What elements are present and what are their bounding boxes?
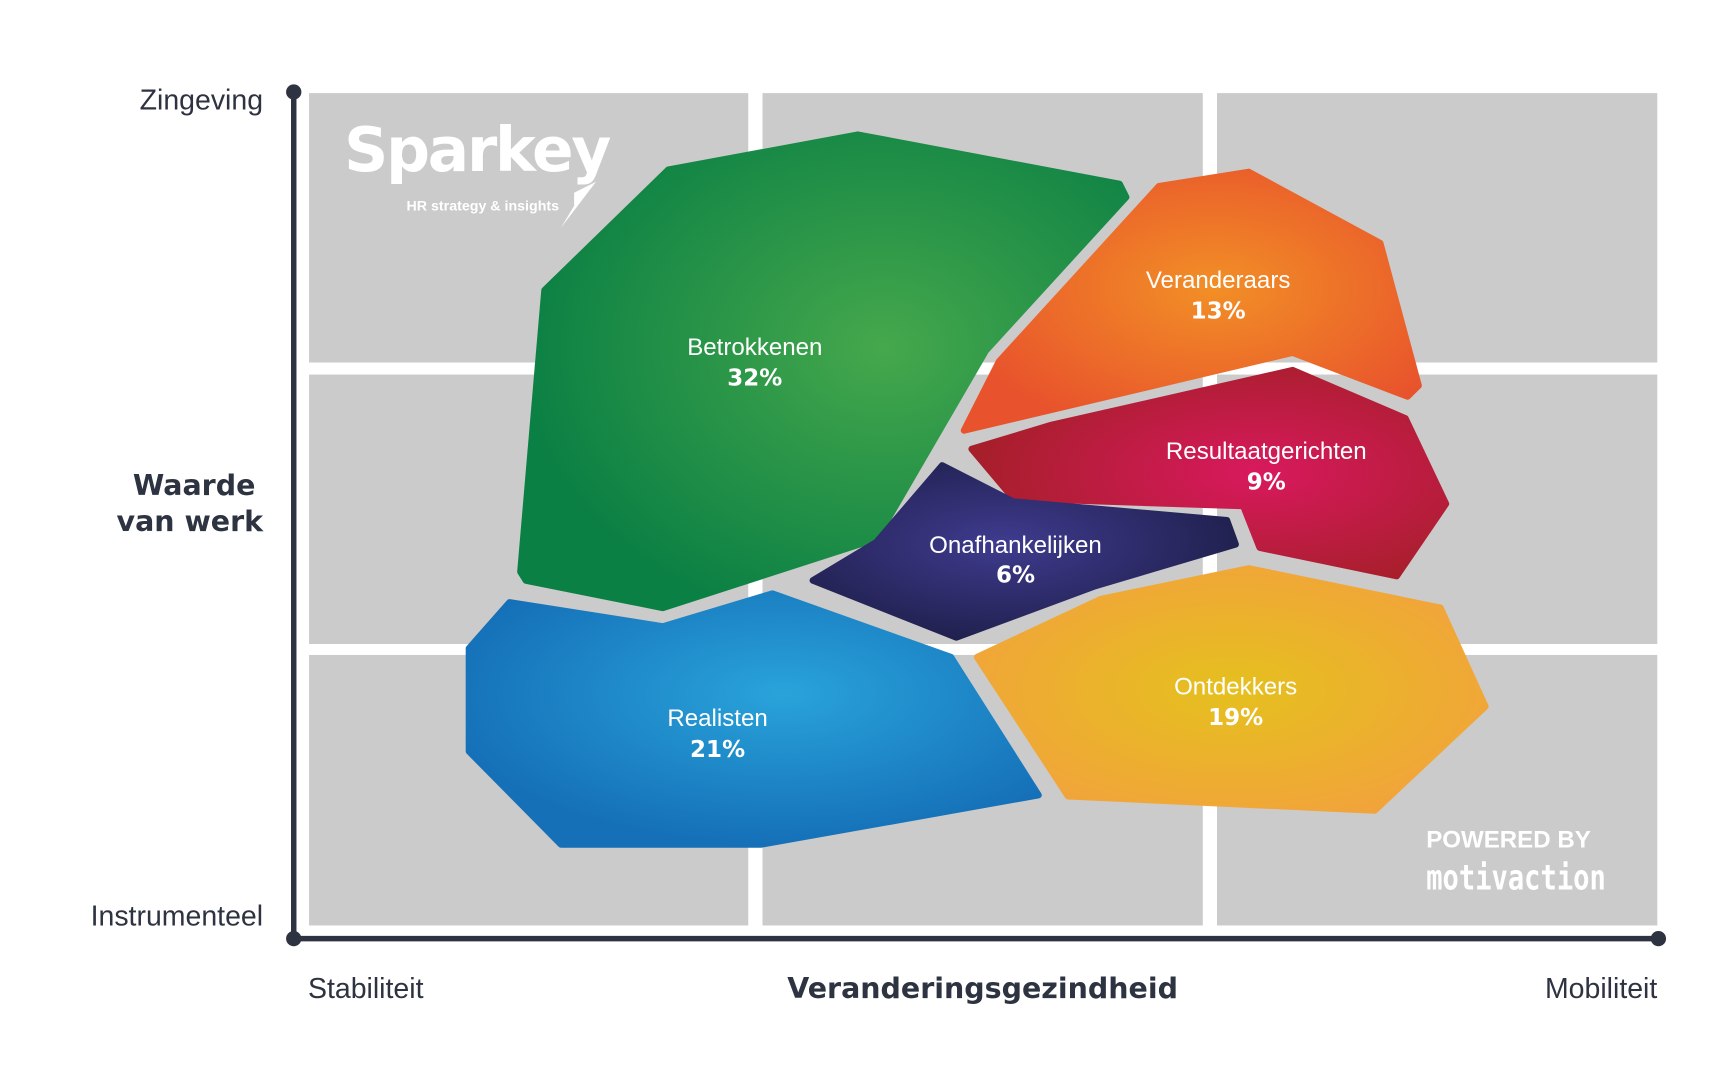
sparkey-logo: Sparkey HR strategy & insights (344, 115, 613, 228)
segment-label: Veranderaars (1146, 267, 1291, 294)
segment-label: Onafhankelijken (929, 532, 1102, 559)
segment-resultaatgerichten: Resultaatgerichten 9% (968, 366, 1450, 580)
axes (286, 84, 1667, 947)
segment-pct: 19% (1208, 705, 1263, 731)
segment-label: Resultaatgerichten (1166, 438, 1367, 465)
segment-pct: 13% (1191, 299, 1246, 325)
y-axis-title-2: van werk (117, 505, 265, 538)
axis-dot (286, 930, 302, 947)
powered-prefix: POWERED BY (1426, 827, 1591, 854)
segment-pct: 21% (690, 737, 745, 763)
lightning-icon (560, 181, 597, 228)
y-axis-title: Waarde (133, 469, 256, 502)
powered-by-motivaction: POWERED BY motivaction (1426, 827, 1606, 899)
segment-veranderaars: Veranderaars 13% (960, 168, 1422, 434)
logo-tagline: HR strategy & insights (407, 198, 560, 214)
powered-brand: motivaction (1426, 857, 1606, 898)
logo-name: Sparkey (344, 115, 610, 186)
segment-label: Betrokkenen (687, 334, 822, 361)
segment-pct: 32% (727, 366, 782, 392)
segment-realisten: Realisten 21% (465, 590, 1042, 848)
x-axis-title: Veranderingsgezindheid (787, 972, 1178, 1005)
segment-ontdekkers: Ontdekkers 19% (973, 565, 1489, 814)
x-right-label: Mobiliteit (1545, 973, 1657, 1005)
x-left-label: Stabiliteit (308, 973, 424, 1005)
y-bottom-label: Instrumenteel (91, 900, 263, 932)
segment-pct: 9% (1247, 470, 1286, 496)
axis-dot (1650, 930, 1667, 947)
axis-dot (286, 84, 302, 100)
segment-onafhankelijken: Onafhankelijken 6% (809, 462, 1239, 641)
y-top-label: Zingeving (140, 85, 263, 117)
segment-label: Ontdekkers (1174, 673, 1297, 700)
segment-pct: 6% (996, 563, 1035, 589)
segment-label: Realisten (667, 705, 767, 732)
